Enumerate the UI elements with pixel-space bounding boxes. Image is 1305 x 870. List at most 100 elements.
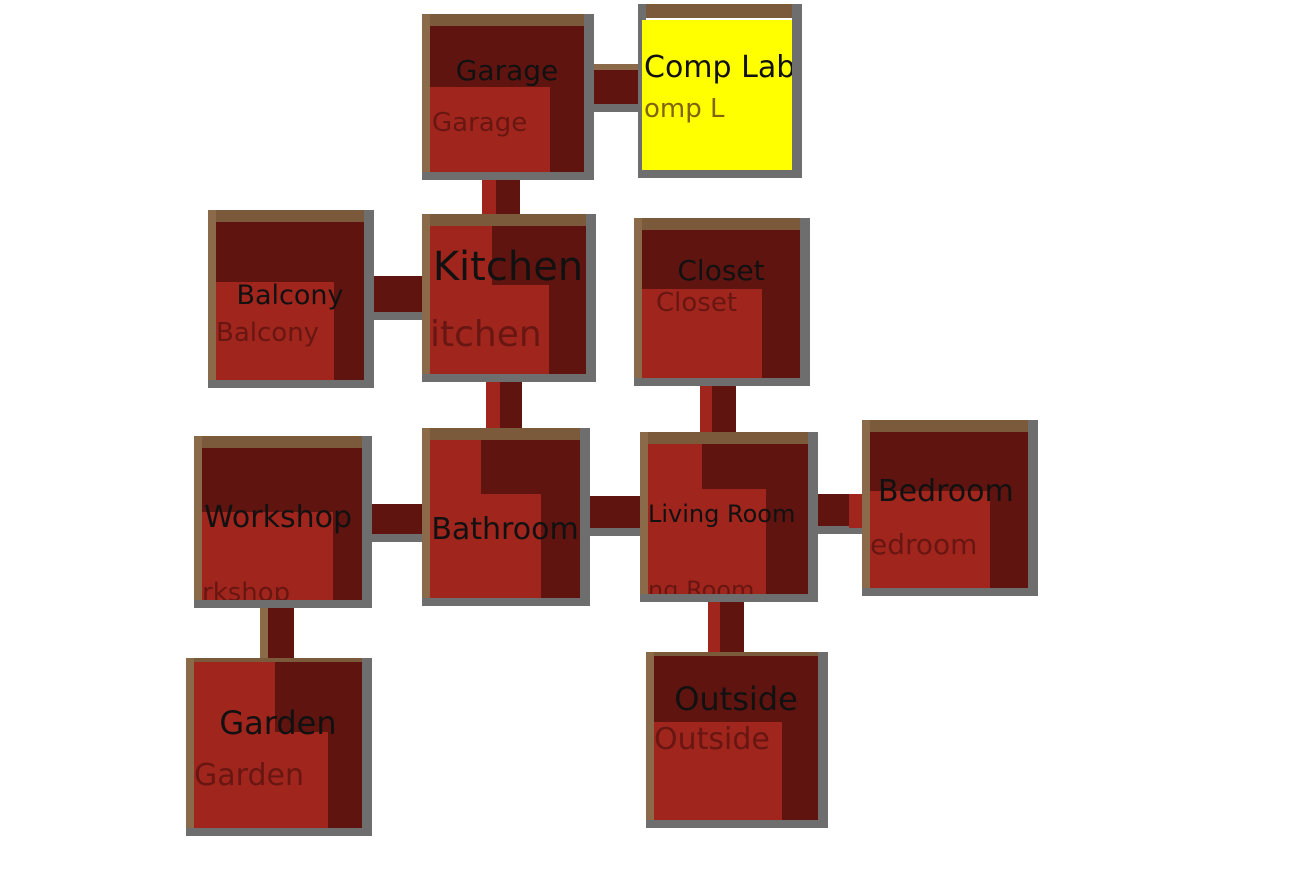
- floor-shadow: [781, 656, 818, 820]
- room-garden[interactable]: Garden Garden: [186, 658, 372, 836]
- room-wall: [640, 594, 818, 602]
- room-wall: [422, 428, 580, 442]
- room-workshop[interactable]: rkshop Workshop: [194, 436, 372, 608]
- room-wall: [640, 432, 808, 446]
- room-label: Bedroom: [878, 474, 1014, 509]
- corridor-shade: [486, 370, 500, 440]
- floor-shadow: [334, 222, 364, 380]
- room-wall: [364, 210, 374, 380]
- room-wall: [422, 598, 590, 606]
- room-wall: [586, 214, 596, 374]
- room-wall: [194, 600, 372, 608]
- floor-shadow: [990, 478, 1028, 588]
- room-wall: [862, 588, 1038, 596]
- room-floor: ng Room Living Room: [648, 444, 808, 594]
- room-wall: [638, 4, 792, 18]
- floor-shadow: [548, 226, 586, 374]
- room-wall: [186, 658, 362, 662]
- room-wall: [580, 428, 590, 598]
- room-kitchen[interactable]: itchen Kitchen: [422, 214, 596, 382]
- room-wall: [634, 218, 642, 378]
- room-ghost-label: itchen: [430, 314, 542, 355]
- room-label: Comp Lab: [644, 50, 792, 85]
- room-wall: [640, 432, 648, 594]
- room-wall: [584, 14, 594, 172]
- room-wall: [186, 658, 194, 828]
- room-wall: [422, 14, 430, 172]
- room-bathroom[interactable]: Bathroom: [422, 428, 590, 606]
- room-floor: Closet Closet: [642, 230, 800, 378]
- room-wall: [186, 828, 372, 836]
- room-bedroom[interactable]: edroom Bedroom: [862, 420, 1038, 596]
- room-wall: [208, 210, 216, 380]
- room-wall: [422, 14, 584, 28]
- room-wall: [792, 4, 802, 170]
- room-garage[interactable]: Garage Garage: [422, 14, 594, 180]
- room-wall: [646, 652, 654, 820]
- room-ghost-label: omp L: [644, 94, 725, 124]
- room-ghost-label: Closet: [656, 288, 738, 318]
- room-wall: [862, 420, 870, 588]
- room-wall: [818, 652, 828, 820]
- room-living-room[interactable]: ng Room Living Room: [640, 432, 818, 602]
- corridor-wall: [260, 595, 268, 665]
- room-floor: omp L Comp Lab: [642, 20, 792, 170]
- room-label: Kitchen: [432, 244, 584, 290]
- room-wall: [422, 214, 586, 228]
- room-closet[interactable]: Closet Closet: [634, 218, 810, 386]
- room-floor: Bathroom: [430, 440, 580, 598]
- room-ghost-label: Garage: [432, 108, 528, 138]
- room-balcony[interactable]: Balcony Balcony: [208, 210, 374, 388]
- room-wall: [208, 380, 374, 388]
- corridor-wall: [580, 104, 650, 112]
- room-wall: [646, 652, 818, 656]
- room-wall: [422, 428, 430, 598]
- room-comp-lab[interactable]: omp L Comp Lab: [638, 4, 802, 178]
- corridor-wall: [580, 64, 650, 70]
- room-wall: [800, 218, 810, 378]
- room-wall: [194, 436, 362, 450]
- corridor-wall: [805, 526, 875, 534]
- room-wall: [422, 214, 430, 374]
- room-floor: itchen Kitchen: [430, 226, 586, 374]
- floor-shadow: [541, 440, 580, 598]
- room-wall: [638, 170, 802, 178]
- room-wall: [362, 658, 372, 828]
- room-label: Workshop: [204, 500, 353, 535]
- room-wall: [422, 172, 594, 180]
- floor-shadow: [333, 448, 362, 600]
- corridor-shade: [708, 588, 720, 658]
- room-label: Balcony: [236, 280, 344, 311]
- floor-shadow: [766, 444, 808, 594]
- floor-shadow: [550, 26, 584, 172]
- room-wall: [362, 436, 372, 600]
- room-label: Living Room: [648, 500, 796, 528]
- corridor-wall: [360, 312, 432, 320]
- corridor-shade: [700, 375, 712, 440]
- room-wall: [1028, 420, 1038, 588]
- corridor-wall: [360, 534, 430, 542]
- room-floor: Garage Garage: [430, 26, 584, 172]
- floor-shadow: [328, 662, 362, 828]
- floor-shadow: [762, 230, 800, 378]
- corridor-wall: [578, 528, 648, 536]
- room-wall: [646, 820, 828, 828]
- room-wall: [634, 378, 810, 386]
- room-wall: [808, 432, 818, 594]
- room-wall: [422, 374, 596, 382]
- room-label: Outside: [674, 680, 798, 718]
- room-floor: Garden Garden: [194, 662, 362, 828]
- room-ghost-label: rkshop: [202, 578, 291, 600]
- room-ghost-label: Outside: [654, 722, 770, 757]
- room-floor: edroom Bedroom: [870, 432, 1028, 588]
- room-wall: [194, 436, 202, 600]
- room-ghost-label: Balcony: [216, 318, 320, 348]
- room-outside[interactable]: Outside Outside: [646, 652, 828, 828]
- room-wall: [634, 218, 800, 232]
- room-label: Garage: [455, 54, 559, 87]
- room-label: Garden: [219, 704, 337, 742]
- room-wall: [208, 210, 364, 224]
- room-label: Bathroom: [431, 512, 579, 547]
- room-wall: [862, 420, 1028, 434]
- room-ghost-label: edroom: [870, 528, 978, 561]
